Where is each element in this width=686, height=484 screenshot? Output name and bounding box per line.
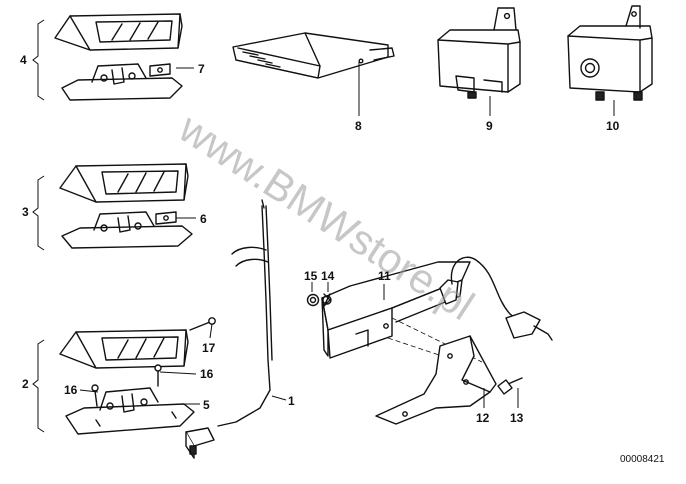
callout-10: 10 bbox=[606, 119, 620, 133]
brace-group-3 bbox=[32, 175, 45, 251]
lamp-lens-top bbox=[54, 13, 183, 51]
brace-group-4 bbox=[32, 19, 45, 101]
watermark: www.BMWstore.pl bbox=[170, 104, 482, 330]
relay-10 bbox=[567, 5, 653, 101]
callout-15: 15 bbox=[304, 269, 318, 283]
sensor-cable bbox=[450, 256, 553, 341]
leader-lines bbox=[79, 62, 615, 408]
callout-8: 8 bbox=[355, 119, 362, 133]
callout-3: 3 bbox=[22, 205, 29, 219]
lamp-base-mid bbox=[61, 211, 193, 249]
callout-12: 12 bbox=[476, 411, 490, 425]
document-number: 00008421 bbox=[620, 454, 665, 465]
lamp-base-top bbox=[61, 63, 183, 101]
holder-bracket bbox=[321, 261, 471, 359]
callout-4: 4 bbox=[20, 53, 27, 67]
callout-6: 6 bbox=[200, 212, 207, 226]
callout-16-right: 16 bbox=[200, 367, 214, 381]
nut-15 bbox=[306, 293, 320, 307]
bolt-13 bbox=[497, 377, 523, 395]
lamp-lens-bottom bbox=[59, 329, 189, 369]
callout-1: 1 bbox=[288, 394, 295, 408]
callout-13: 13 bbox=[510, 411, 524, 425]
callout-7: 7 bbox=[198, 62, 205, 76]
callout-11: 11 bbox=[378, 269, 391, 283]
relay-9 bbox=[437, 7, 521, 99]
wiring-harness bbox=[185, 199, 273, 459]
callout-16-left: 16 bbox=[64, 383, 78, 397]
screw-16-right bbox=[154, 364, 162, 387]
callout-14: 14 bbox=[321, 269, 335, 283]
mounting-bracket bbox=[375, 317, 497, 425]
control-unit bbox=[232, 32, 395, 79]
screw-16-left bbox=[91, 384, 99, 407]
callout-5: 5 bbox=[203, 398, 210, 412]
callout-9: 9 bbox=[486, 119, 493, 133]
lamp-lens-mid bbox=[59, 163, 189, 203]
washer-14 bbox=[322, 293, 332, 307]
callout-17: 17 bbox=[202, 341, 216, 355]
brace-group-2 bbox=[32, 339, 45, 433]
lamp-base-bottom bbox=[65, 387, 195, 435]
callout-2: 2 bbox=[22, 377, 29, 391]
